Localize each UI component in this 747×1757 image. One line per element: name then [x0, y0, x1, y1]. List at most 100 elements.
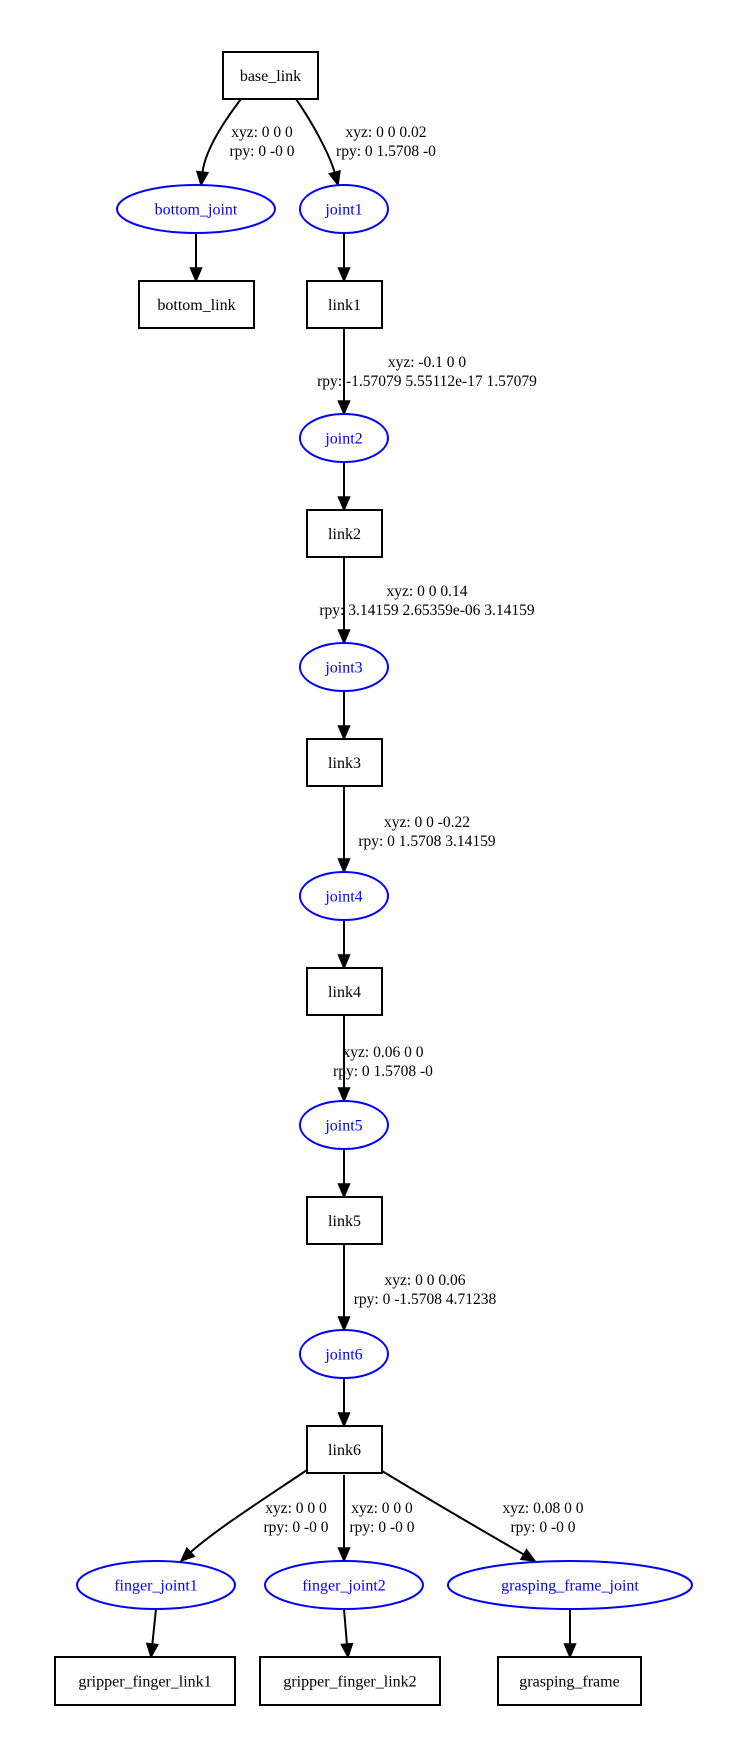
arrowhead-grasping_frame_joint-grasping_frame — [563, 1643, 577, 1659]
link-box — [306, 280, 383, 329]
joint-label: finger_joint1 — [114, 1578, 198, 1595]
joint-node-finger_joint2[interactable]: finger_joint2 — [264, 1560, 424, 1610]
edge-label-xyz-joint3: xyz: 0 0 0.14 — [387, 583, 468, 600]
arrowhead-joint2-link2 — [337, 496, 351, 512]
joint-label: finger_joint2 — [302, 1578, 386, 1595]
link-box — [222, 51, 319, 100]
link-node-base_link[interactable]: base_link — [222, 51, 319, 100]
link-node-link1[interactable]: link1 — [306, 280, 383, 329]
joint-ellipse — [447, 1560, 693, 1610]
link-box — [306, 738, 383, 787]
joint-node-joint1[interactable]: joint1 — [299, 184, 389, 234]
edge-finger_joint2-gripper_finger_link2 — [343, 1608, 348, 1646]
edge-label-xyz-joint1: xyz: 0 0 0.02 — [346, 124, 427, 141]
edge-base_link-joint1 — [295, 98, 336, 174]
joint-node-joint5[interactable]: joint5 — [299, 1100, 389, 1150]
arrowhead-base_link-bottom_joint — [195, 170, 210, 187]
edge-label-rpy-joint1: rpy: 0 1.5708 -0 — [336, 143, 436, 160]
joint-ellipse — [299, 1100, 389, 1150]
link-node-link4[interactable]: link4 — [306, 967, 383, 1016]
arrowhead-bottom_joint-bottom_link — [189, 267, 203, 283]
joint-node-finger_joint1[interactable]: finger_joint1 — [76, 1560, 236, 1610]
arrowhead-joint6-link6 — [337, 1412, 351, 1428]
link-label: gripper_finger_link2 — [283, 1674, 416, 1691]
joint-ellipse — [299, 413, 389, 463]
arrowhead-finger_joint2-gripper_finger_link2 — [340, 1642, 354, 1659]
joint-label: joint2 — [324, 431, 362, 448]
link-box — [306, 509, 383, 558]
edge-label-xyz-joint6: xyz: 0 0 0.06 — [385, 1272, 466, 1289]
joint-label: joint1 — [324, 202, 362, 219]
link-label: grasping_frame — [519, 1674, 619, 1691]
edge-label-xyz-finger_joint2: xyz: 0 0 0 — [351, 1500, 413, 1517]
edge-label-rpy-joint5: rpy: 0 1.5708 -0 — [333, 1063, 433, 1080]
arrowhead-finger_joint1-gripper_finger_link1 — [145, 1642, 160, 1659]
link-box — [497, 1656, 642, 1706]
edge-finger_joint1-gripper_finger_link1 — [151, 1608, 157, 1646]
arrowhead-link6-finger_joint1 — [179, 1546, 196, 1563]
joint-ellipse — [299, 642, 389, 692]
edge-label-xyz-joint5: xyz: 0.06 0 0 — [343, 1044, 424, 1061]
joint-ellipse — [299, 871, 389, 921]
joint-node-bottom_joint[interactable]: bottom_joint — [116, 184, 276, 234]
link-label: link3 — [328, 755, 361, 772]
link-label: gripper_finger_link1 — [78, 1674, 211, 1691]
edge-label-rpy-joint3: rpy: 3.14159 2.65359e-06 3.14159 — [319, 602, 535, 619]
link-box — [306, 1196, 383, 1245]
arrowhead-link5-joint6 — [337, 1316, 351, 1332]
link-node-link2[interactable]: link2 — [306, 509, 383, 558]
link-box — [306, 967, 383, 1016]
edge-link6-finger_joint1 — [189, 1469, 308, 1554]
edge-link6-grasping_frame_joint — [381, 1470, 526, 1556]
link-node-link3[interactable]: link3 — [306, 738, 383, 787]
arrowhead-link6-finger_joint2 — [337, 1547, 351, 1563]
link-node-link5[interactable]: link5 — [306, 1196, 383, 1245]
arrowhead-link2-joint3 — [337, 629, 351, 645]
link-label: link1 — [328, 297, 361, 314]
joint-label: grasping_frame_joint — [501, 1578, 639, 1595]
link-label: link6 — [328, 1442, 361, 1459]
edge-label-rpy-joint4: rpy: 0 1.5708 3.14159 — [358, 833, 496, 850]
edge-label-xyz-joint2: xyz: -0.1 0 0 — [388, 354, 467, 371]
joint-label: joint3 — [324, 660, 362, 677]
edge-label-xyz-finger_joint1: xyz: 0 0 0 — [265, 1500, 327, 1517]
edge-label-rpy-joint6: rpy: 0 -1.5708 4.71238 — [354, 1291, 497, 1308]
joint-ellipse — [116, 184, 276, 234]
link-label: link4 — [328, 984, 361, 1001]
link-node-gripper_finger_link1[interactable]: gripper_finger_link1 — [54, 1656, 236, 1706]
arrowhead-joint4-link4 — [337, 954, 351, 970]
edge-base_link-bottom_joint — [201, 98, 242, 174]
edge-label-xyz-bottom_joint: xyz: 0 0 0 — [231, 124, 293, 141]
arrowhead-base_link-joint1 — [328, 170, 341, 187]
edge-label-rpy-finger_joint1: rpy: 0 -0 0 — [263, 1519, 328, 1536]
link-label: link2 — [328, 526, 361, 543]
arrowhead-link1-joint2 — [337, 400, 351, 416]
joint-node-joint3[interactable]: joint3 — [299, 642, 389, 692]
joint-node-joint2[interactable]: joint2 — [299, 413, 389, 463]
arrowhead-joint5-link5 — [337, 1183, 351, 1199]
edge-label-rpy-bottom_joint: rpy: 0 -0 0 — [229, 143, 294, 160]
edge-label-xyz-grasping_frame_joint: xyz: 0.08 0 0 — [503, 1500, 584, 1517]
link-node-gripper_finger_link2[interactable]: gripper_finger_link2 — [259, 1656, 441, 1706]
link-box — [138, 280, 255, 329]
edge-label-rpy-joint2: rpy: -1.57079 5.55112e-17 1.57079 — [317, 373, 537, 390]
edge-label-rpy-grasping_frame_joint: rpy: 0 -0 0 — [510, 1519, 575, 1536]
joint-node-joint6[interactable]: joint6 — [299, 1329, 389, 1379]
link-node-bottom_link[interactable]: bottom_link — [138, 280, 255, 329]
link-node-link6[interactable]: link6 — [306, 1425, 383, 1474]
joint-node-grasping_frame_joint[interactable]: grasping_frame_joint — [447, 1560, 693, 1610]
arrowhead-joint3-link3 — [337, 725, 351, 741]
joint-node-joint4[interactable]: joint4 — [299, 871, 389, 921]
joint-ellipse — [264, 1560, 424, 1610]
link-box — [306, 1425, 383, 1474]
edge-label-rpy-finger_joint2: rpy: 0 -0 0 — [349, 1519, 414, 1536]
joint-ellipse — [299, 184, 389, 234]
arrowhead-joint1-link1 — [337, 267, 351, 283]
joint-ellipse — [299, 1329, 389, 1379]
joint-label: joint5 — [324, 1118, 362, 1135]
link-node-grasping_frame[interactable]: grasping_frame — [497, 1656, 642, 1706]
link-label: base_link — [240, 68, 301, 85]
link-box — [259, 1656, 441, 1706]
link-label: bottom_link — [157, 297, 235, 314]
